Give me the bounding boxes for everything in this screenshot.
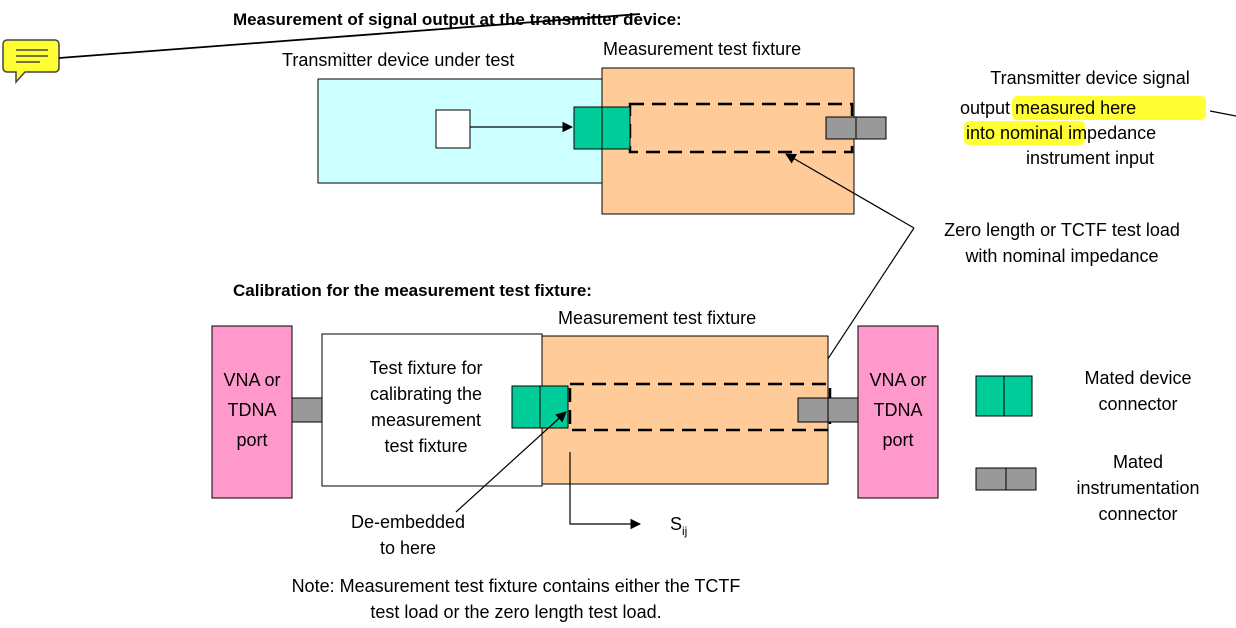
legend-instr-connector-label: Mated instrumentation connector	[1076, 452, 1199, 524]
vna-port-right	[857, 325, 939, 499]
signal-note-leader	[1209, 110, 1236, 117]
svg-text:connector: connector	[1098, 504, 1177, 524]
svg-text:Mated: Mated	[1113, 452, 1163, 472]
load-arrow-bottom	[811, 227, 915, 384]
cal-fixture-label: Test fixture for calibrating the measure…	[369, 358, 482, 456]
load-arrow-top	[785, 153, 915, 229]
top-instr-connector	[825, 116, 887, 140]
svg-text:Test fixture for: Test fixture for	[369, 358, 482, 378]
legend-device-connector-label: Mated device connector	[1084, 368, 1191, 414]
svg-text:TDNA: TDNA	[874, 400, 923, 420]
svg-text:Zero length or TCTF test load: Zero length or TCTF test load	[944, 220, 1180, 240]
bottom-section-title: Calibration for the measurement test fix…	[233, 281, 592, 300]
svg-text:with nominal impedance: with nominal impedance	[964, 246, 1158, 266]
top-device-connector	[573, 106, 631, 150]
svg-text:instrumentation: instrumentation	[1076, 478, 1199, 498]
svg-text:into nominal impedance: into nominal impedance	[966, 123, 1156, 143]
highlight-measured-here	[1012, 96, 1206, 120]
signal-output-note: Transmitter device signal output measure…	[960, 68, 1190, 168]
svg-text:measurement: measurement	[371, 410, 481, 430]
svg-text:connector: connector	[1098, 394, 1177, 414]
top-section-title: Measurement of signal output at the tran…	[233, 10, 682, 29]
top-fixture-box	[601, 67, 855, 215]
svg-text:Mated device: Mated device	[1084, 368, 1191, 388]
highlight-into-nominal	[964, 121, 1085, 145]
svg-text:to here: to here	[380, 538, 436, 558]
bottom-fixture-label: Measurement test fixture	[558, 308, 756, 328]
bottom-device-connector	[511, 385, 569, 429]
deembed-label: De-embedded to here	[351, 512, 465, 558]
speech-bubble-comment-icon[interactable]	[2, 39, 60, 84]
svg-text:test load or the zero length t: test load or the zero length test load.	[370, 602, 661, 622]
svg-text:Note: Measurement test fixture: Note: Measurement test fixture contains …	[292, 576, 741, 596]
dut-label: Transmitter device under test	[282, 50, 514, 70]
signal-source-box	[435, 109, 471, 149]
legend-device-connector-swatch	[975, 375, 1033, 417]
svg-text:instrument input: instrument input	[1026, 148, 1154, 168]
vna-port-left	[211, 325, 293, 499]
comment-annotation-line	[58, 13, 641, 59]
svg-text:Transmitter device signal: Transmitter device signal	[990, 68, 1189, 88]
deembed-arrow	[455, 411, 567, 513]
top-fixture-label: Measurement test fixture	[603, 39, 801, 59]
sparam-arrow	[569, 452, 642, 530]
cal-fixture-box	[321, 333, 543, 487]
footnote: Note: Measurement test fixture contains …	[292, 576, 741, 622]
svg-text:VNA or: VNA or	[869, 370, 926, 390]
right-instr-connector	[797, 397, 859, 423]
svg-text:port: port	[236, 430, 267, 450]
legend-instr-connector-swatch	[975, 467, 1037, 491]
load-note: Zero length or TCTF test load with nomin…	[944, 220, 1180, 266]
vna-right-label: VNA or TDNA port	[869, 370, 926, 450]
svg-text:VNA or: VNA or	[223, 370, 280, 390]
svg-text:test fixture: test fixture	[384, 436, 467, 456]
svg-text:calibrating the: calibrating the	[370, 384, 482, 404]
svg-text:TDNA: TDNA	[228, 400, 277, 420]
svg-text:port: port	[882, 430, 913, 450]
sparam-label: Sij	[670, 514, 687, 538]
svg-text:output measured here: output measured here	[960, 98, 1136, 118]
vna-left-label: VNA or TDNA port	[223, 370, 280, 450]
bottom-fixture-box	[541, 335, 829, 485]
svg-text:De-embedded: De-embedded	[351, 512, 465, 532]
